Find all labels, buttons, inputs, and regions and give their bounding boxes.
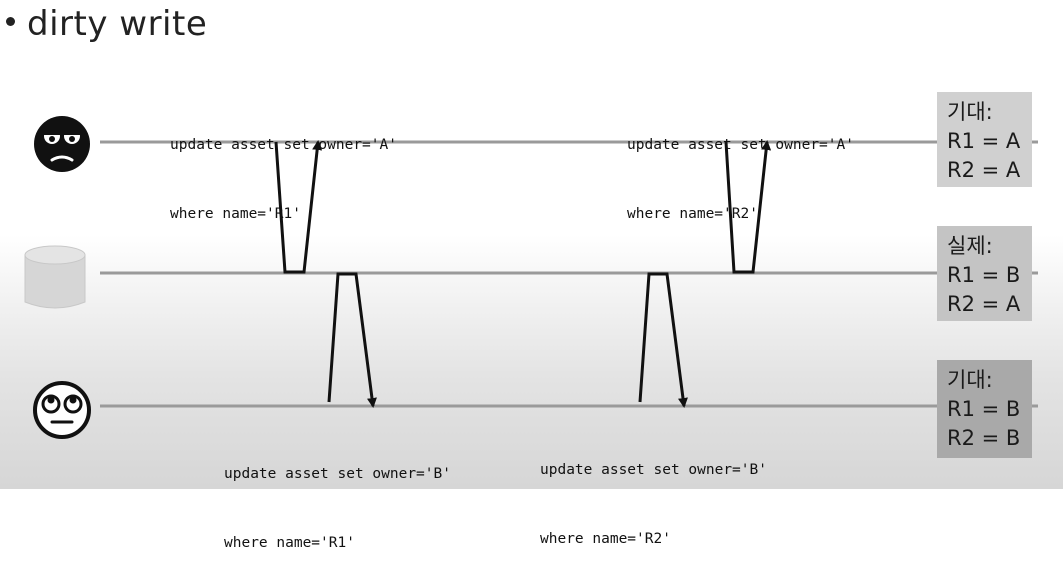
query-a-r2-line1: update asset set owner='A': [627, 137, 854, 153]
query-b-r2-line1: update asset set owner='B': [540, 462, 767, 478]
actual-r1: R1 = B: [947, 263, 1021, 287]
request-path-a-r2: [724, 140, 772, 274]
expected-a-r1: R1 = A: [947, 129, 1021, 153]
actual-box: 실제: R1 = B R2 = A: [937, 226, 1032, 321]
query-a-r1-line1: update asset set owner='A': [170, 137, 397, 153]
request-path-a-r1: [274, 140, 323, 274]
query-b-r1-line1: update asset set owner='B': [224, 466, 451, 482]
request-path-b-r2: [638, 272, 688, 408]
query-b-r2-line2: where name='R2': [540, 531, 671, 547]
sequence-diagram: [24, 116, 1038, 439]
expected-a-box: 기대: R1 = A R2 = A: [937, 92, 1032, 187]
query-a-r2: update asset set owner='A' where name='R…: [627, 88, 854, 249]
expected-b-title: 기대:: [947, 368, 993, 392]
query-b-r2: update asset set owner='B' where name='R…: [540, 413, 767, 574]
eye-roll-face-icon: [33, 381, 91, 439]
query-b-r1-line2: where name='R1': [224, 535, 355, 551]
expected-b-r2: R2 = B: [947, 426, 1021, 450]
actual-title: 실제:: [947, 234, 993, 258]
expected-a-r2: R2 = A: [947, 158, 1021, 182]
database-cylinder-icon: [24, 245, 86, 309]
expected-b-r1: R1 = B: [947, 397, 1021, 421]
query-a-r1-line2: where name='R1': [170, 206, 301, 222]
query-a-r2-line2: where name='R2': [627, 206, 758, 222]
expected-b-box: 기대: R1 = B R2 = B: [937, 360, 1032, 458]
actual-r2: R2 = A: [947, 292, 1021, 316]
query-a-r1: update asset set owner='A' where name='R…: [170, 88, 397, 249]
request-path-b-r1: [327, 272, 377, 408]
query-b-r1: update asset set owner='B' where name='R…: [224, 417, 451, 578]
title-text: dirty write: [27, 4, 208, 44]
expected-a-title: 기대:: [947, 100, 993, 124]
frowning-face-icon: [34, 116, 90, 172]
slide-title: dirty write: [6, 4, 207, 44]
bullet-icon: [6, 17, 15, 26]
